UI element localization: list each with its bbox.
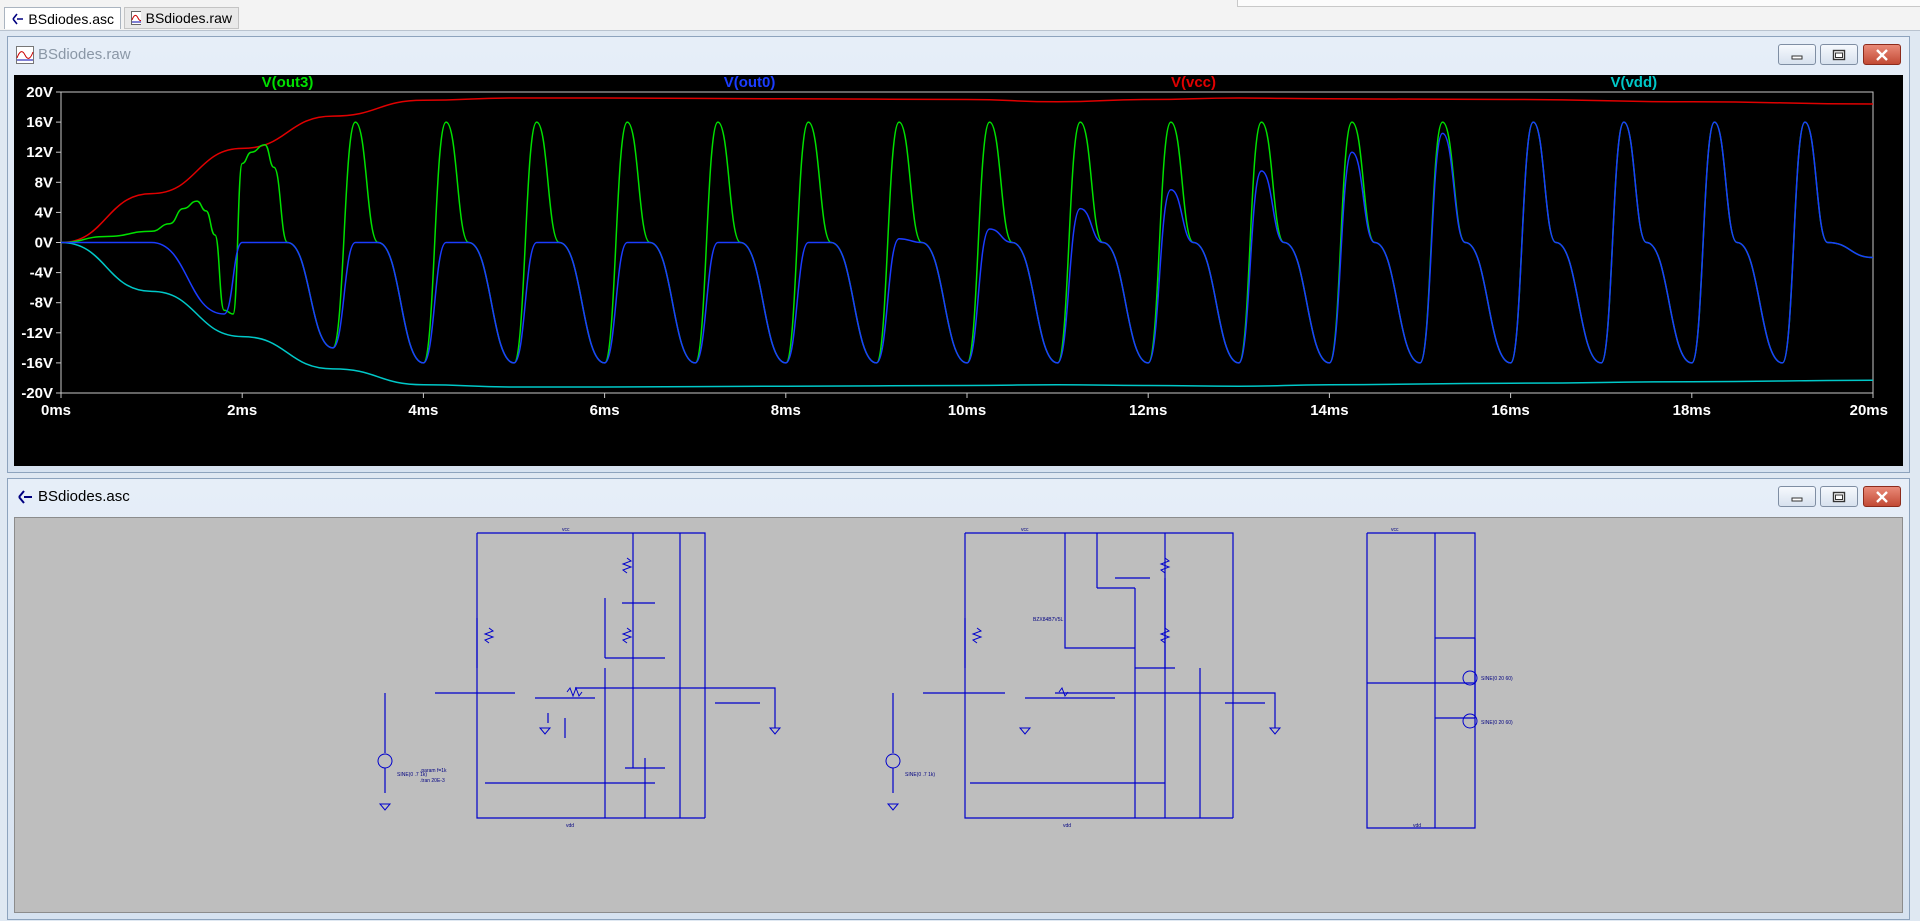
param-directive: .param f=1k	[420, 768, 447, 774]
schematic-drawing: vcc vdd .tran 20E-3 .param f=1k SINE(0 .…	[377, 527, 1513, 829]
legend-label: V(out0)	[724, 75, 776, 91]
waveform-icon	[131, 11, 141, 25]
legend-label: V(out3)	[262, 75, 314, 91]
y-tick-label: 20V	[26, 84, 53, 101]
schematic-canvas[interactable]: vcc vdd .tran 20E-3 .param f=1k SINE(0 .…	[14, 517, 1903, 913]
close-button[interactable]	[1863, 44, 1901, 65]
schematic-window-titlebar[interactable]: BSdiodes.asc	[8, 479, 1909, 515]
minimize-button[interactable]	[1778, 486, 1816, 507]
close-icon	[1876, 48, 1888, 61]
tab-bsdiodes-raw[interactable]: BSdiodes.raw	[124, 7, 239, 29]
tab-label: BSdiodes.raw	[145, 10, 232, 26]
amplifier-circuit-2	[892, 532, 1276, 819]
y-tick-label: -16V	[21, 355, 53, 372]
schematic-icon	[12, 13, 24, 24]
close-icon	[1876, 490, 1888, 503]
tab-bsdiodes-asc[interactable]: BSdiodes.asc	[4, 7, 121, 29]
vcc-label: vcc	[562, 527, 570, 533]
y-tick-label: 4V	[35, 204, 53, 221]
x-tick-label: 14ms	[1310, 402, 1348, 419]
vcc-label: vcc	[1391, 527, 1399, 533]
tab-strip-right-area	[1237, 0, 1920, 7]
x-tick-label: 4ms	[408, 402, 438, 419]
x-tick-label: 8ms	[771, 402, 801, 419]
zener-label: BZX84B7V5L	[1033, 617, 1064, 623]
minimize-icon	[1791, 497, 1803, 501]
y-tick-label: 12V	[26, 144, 53, 161]
x-tick-label: 16ms	[1491, 402, 1529, 419]
waveform-window-titlebar[interactable]: BSdiodes.raw	[8, 37, 1909, 73]
source-label: SINE(0 .7 1k)	[397, 772, 427, 778]
maximize-button[interactable]	[1820, 44, 1858, 65]
y-tick-label: 0V	[35, 235, 53, 252]
document-tab-strip: BSdiodes.asc BSdiodes.raw	[0, 0, 1920, 31]
y-tick-label: -12V	[21, 325, 53, 342]
y-tick-label: 16V	[26, 114, 53, 131]
source-label: SINE(0 .7 1k)	[905, 772, 935, 778]
series-line-vvdd	[60, 241, 1874, 388]
maximize-icon	[1832, 491, 1846, 502]
maximize-button[interactable]	[1820, 486, 1858, 507]
vdd-label: vdd	[1063, 823, 1071, 829]
maximize-icon	[1832, 49, 1846, 60]
waveform-icon	[16, 46, 34, 64]
waveform-window-title: BSdiodes.raw	[38, 46, 131, 63]
schematic-window-title: BSdiodes.asc	[38, 488, 130, 505]
waveform-window: BSdiodes.raw 20V 16V 12V 8V 4V 0V -4V -8V -12V -1…	[7, 36, 1910, 473]
x-tick-label: 10ms	[948, 402, 986, 419]
vcc-label: vcc	[1021, 527, 1029, 533]
y-tick-label: -8V	[30, 295, 53, 312]
schematic-icon	[18, 490, 32, 504]
amplifier-circuit-1	[384, 532, 776, 819]
x-tick-label: 18ms	[1673, 402, 1711, 419]
x-tick-label: 20ms	[1850, 402, 1888, 419]
tran-directive: .tran 20E-3	[420, 778, 445, 784]
vdd-label: vdd	[1413, 823, 1421, 829]
y-tick-label: -20V	[21, 385, 53, 402]
close-button[interactable]	[1863, 486, 1901, 507]
vdd-label: vdd	[566, 823, 574, 829]
x-tick-label: 0ms	[41, 402, 71, 419]
legend-label: V(vdd)	[1610, 75, 1657, 91]
y-tick-label: -4V	[30, 265, 53, 282]
y-tick-label: 8V	[35, 174, 53, 191]
source-label: SINE(0 20 60)	[1481, 720, 1513, 726]
series-line-vout0	[61, 121, 1874, 364]
tab-label: BSdiodes.asc	[28, 10, 114, 27]
series-line-vout3	[60, 121, 1874, 364]
x-tick-label: 6ms	[590, 402, 620, 419]
legend-label: V(vcc)	[1171, 75, 1216, 91]
x-tick-label: 2ms	[227, 402, 257, 419]
minimize-icon	[1791, 55, 1803, 59]
series-line-vvcc	[60, 97, 1874, 244]
minimize-button[interactable]	[1778, 44, 1816, 65]
schematic-window: BSdiodes.asc	[7, 478, 1910, 920]
x-tick-label: 12ms	[1129, 402, 1167, 419]
source-label: SINE(0 20 60)	[1481, 676, 1513, 682]
supply-circuit	[1366, 532, 1476, 829]
